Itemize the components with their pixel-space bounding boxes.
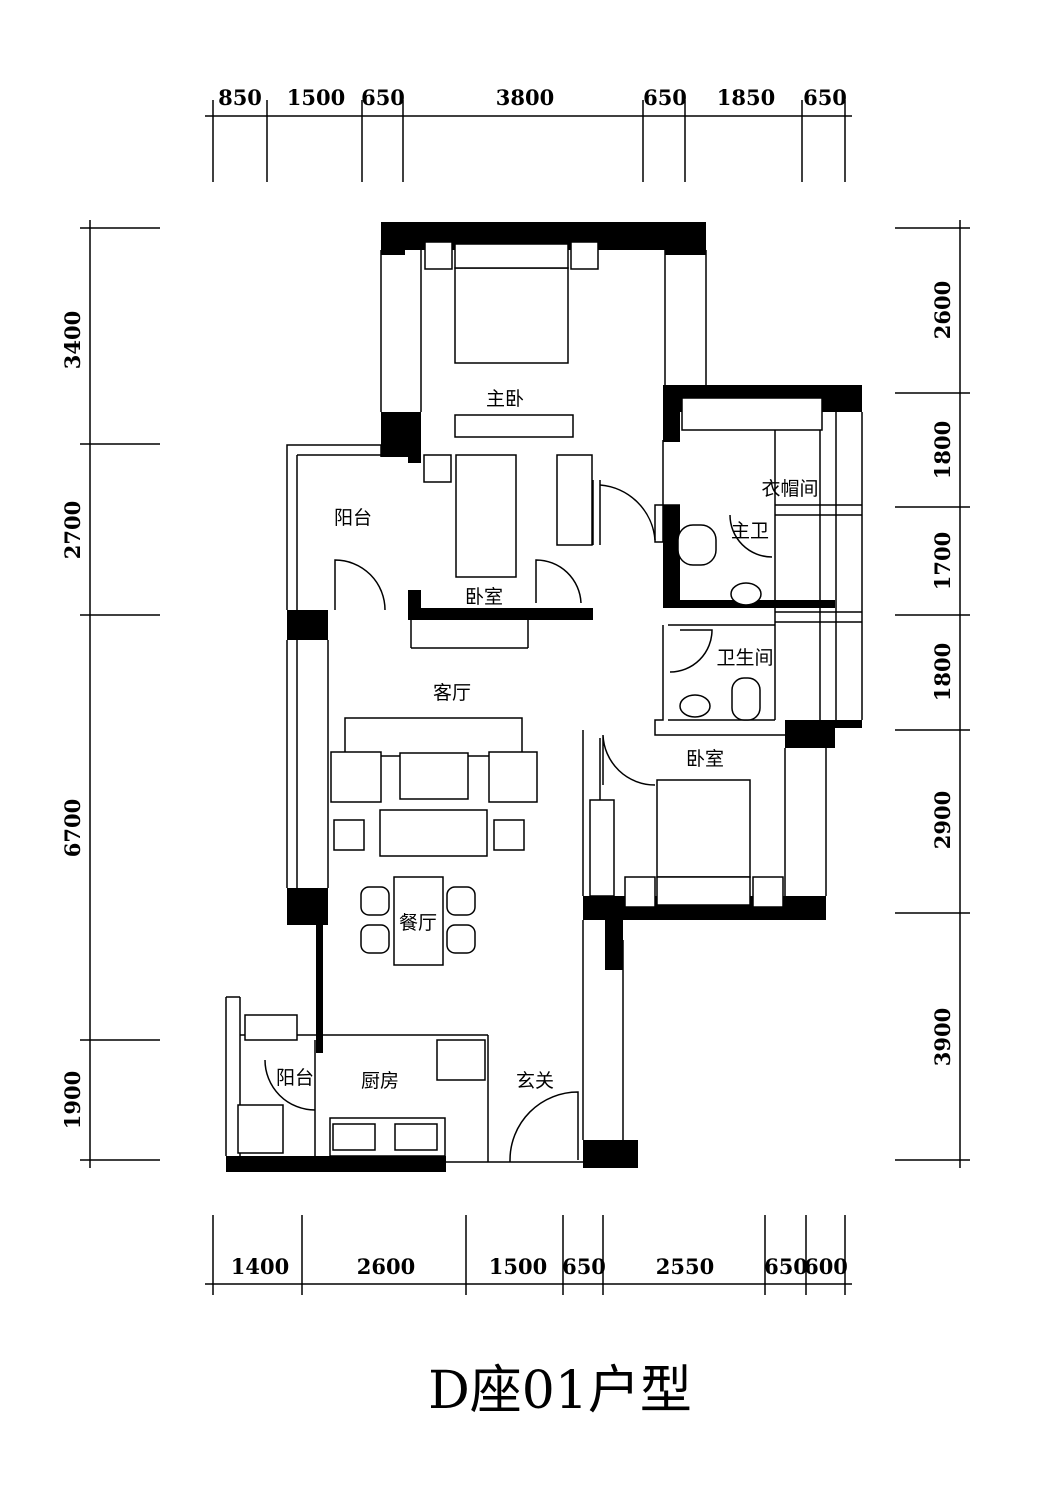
door-swing (535, 559, 582, 604)
dim-label: 650 (361, 85, 405, 110)
dim-label: 3800 (496, 85, 554, 110)
stove-icon (394, 1123, 438, 1151)
dim-label: 1500 (287, 85, 345, 110)
dim-label: 2700 (60, 501, 85, 559)
nightstand-lamp-icon (752, 876, 784, 908)
room-label-master-bedroom: 主卧 (486, 388, 524, 410)
dining-chair (446, 924, 476, 954)
dim-label: 1800 (930, 421, 955, 479)
bed-headboard (656, 876, 751, 906)
door-swing (602, 734, 656, 786)
sink-icon (730, 582, 762, 606)
sofa (379, 809, 488, 857)
toilet-icon (731, 677, 761, 721)
entrance-door (509, 1091, 579, 1162)
closet-wardrobe (681, 397, 823, 431)
dim-label: 650 (643, 85, 687, 110)
dim-label: 1500 (489, 1254, 547, 1279)
coffee-table (399, 752, 469, 800)
dim-label: 3400 (60, 311, 85, 369)
solid-walls (226, 222, 862, 1172)
top-dimension-chain: 850 1500 650 3800 650 1850 650 (205, 85, 852, 182)
room-label-balcony: 阳台 (334, 507, 372, 529)
dim-label: 1850 (717, 85, 775, 110)
refrigerator (237, 1104, 284, 1154)
dim-label: 2600 (930, 281, 955, 339)
armchair (488, 751, 538, 803)
kitchen-sink-icon (332, 1123, 376, 1151)
dining-chair (360, 886, 390, 916)
dim-label: 650 (803, 85, 847, 110)
door-swing (334, 559, 386, 611)
room-label-bedroom-2: 卧室 (465, 586, 503, 608)
dim-label: 850 (218, 85, 262, 110)
room-label-dining-room: 餐厅 (399, 912, 437, 934)
room-labels: 主卧 卧室 阳台 衣帽间 主卫 卫生间 客厅 卧室 餐厅 阳台 厨房 玄关 (276, 388, 819, 1092)
room-label-living-room: 客厅 (433, 682, 471, 704)
dim-label: 650 (764, 1254, 808, 1279)
dim-label: 2900 (930, 791, 955, 849)
dining-table (393, 876, 444, 966)
bedroom-2-wardrobe (556, 454, 593, 546)
room-label-master-bath: 主卫 (731, 520, 769, 542)
doors (264, 484, 773, 1162)
dim-label: 1400 (231, 1254, 289, 1279)
furniture (237, 241, 823, 1157)
right-dimension-chain: 2600 1800 1700 1800 2900 3900 (895, 220, 970, 1168)
room-label-entrance: 玄关 (516, 1070, 554, 1092)
dim-label: 6700 (60, 799, 85, 857)
room-label-walk-in-closet: 衣帽间 (761, 478, 818, 500)
dim-label: 650 (562, 1254, 606, 1279)
dim-label: 2600 (357, 1254, 415, 1279)
door-swing (264, 1059, 316, 1111)
dining-chair (360, 924, 390, 954)
left-dimension-chain: 3400 2700 6700 1900 (60, 220, 160, 1168)
dim-label: 1800 (930, 643, 955, 701)
master-bed (454, 267, 569, 364)
room-label-kitchen: 厨房 (361, 1070, 399, 1092)
master-tv-cabinet (454, 414, 574, 438)
nightstand-lamp-icon (424, 241, 453, 270)
toilet-icon (677, 524, 717, 566)
door-swing (729, 514, 773, 558)
kitchen-cabinet (436, 1039, 486, 1081)
door-swing (599, 484, 656, 541)
plan-title: D座01户型 (428, 1361, 692, 1421)
bed-headboard (454, 243, 569, 269)
washing-machine (244, 1014, 298, 1041)
armchair (330, 751, 382, 803)
dim-label: 1700 (930, 532, 955, 590)
bedroom-2-bed (455, 454, 517, 578)
dim-label: 600 (804, 1254, 848, 1279)
side-table-lamp-icon (493, 819, 525, 851)
nightstand-lamp-icon (624, 876, 656, 908)
side-table-lamp-icon (333, 819, 365, 851)
room-label-bedroom-3: 卧室 (686, 748, 724, 770)
room-label-bathroom: 卫生间 (716, 647, 773, 669)
dim-label: 3900 (930, 1008, 955, 1066)
tv-cabinet (344, 717, 523, 757)
bedroom-3-wardrobe (589, 799, 615, 897)
room-label-balcony: 阳台 (276, 1067, 314, 1089)
bedroom-3-bed (656, 779, 751, 878)
bottom-dimension-chain: 1400 2600 1500 650 2550 650 600 (205, 1215, 852, 1295)
dining-chair (446, 886, 476, 916)
door-swing (669, 629, 713, 673)
dim-label: 1900 (60, 1071, 85, 1129)
sink-icon (679, 694, 711, 718)
dim-label: 2550 (656, 1254, 714, 1279)
nightstand-lamp-icon (423, 454, 452, 483)
nightstand-lamp-icon (570, 241, 599, 270)
